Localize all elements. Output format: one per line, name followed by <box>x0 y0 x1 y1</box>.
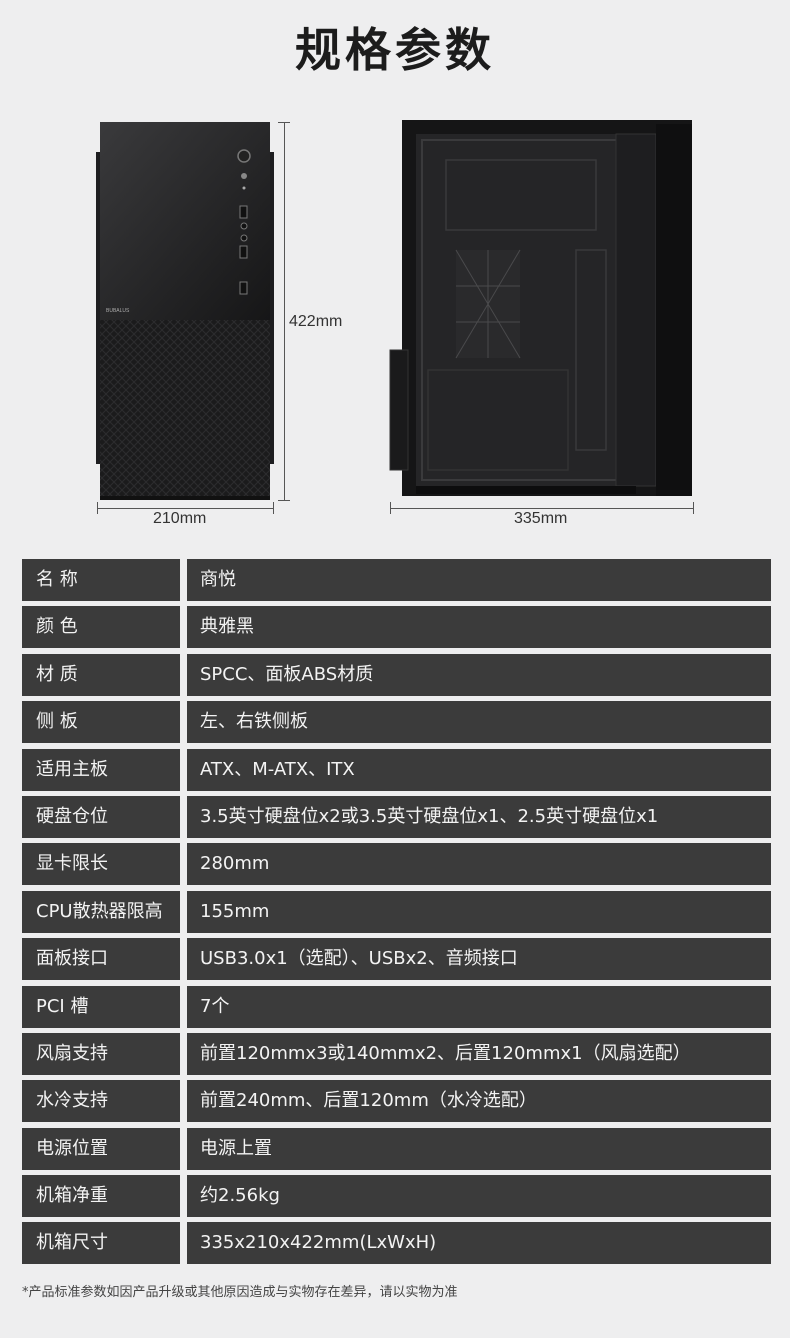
spec-key: 水冷支持 <box>22 1080 180 1123</box>
spec-value: 3.5英寸硬盘位x2或3.5英寸硬盘位x1、2.5英寸硬盘位x1 <box>187 795 771 838</box>
spec-row: 水冷支持前置240mm、后置120mm（水冷选配） <box>22 1080 771 1123</box>
spec-value: 7个 <box>187 985 771 1028</box>
spec-row: 电源位置电源上置 <box>22 1127 771 1170</box>
spec-key: 电源位置 <box>22 1127 180 1170</box>
width-dimension-label: 210mm <box>153 510 207 527</box>
spec-key: PCI 槽 <box>22 985 180 1028</box>
spec-key: 名 称 <box>22 559 180 601</box>
height-dimension-line <box>284 122 285 500</box>
case-front-image: BUBALUS <box>96 122 274 500</box>
front-brand-logo: BUBALUS <box>106 308 130 314</box>
spec-row: 颜 色典雅黑 <box>22 606 771 649</box>
spec-key: 风扇支持 <box>22 1032 180 1075</box>
spec-key: 机箱尺寸 <box>22 1222 180 1265</box>
spec-row: 风扇支持前置120mmx3或140mmx2、后置120mmx1（风扇选配） <box>22 1032 771 1075</box>
spec-row: 名 称商悦 <box>22 559 771 601</box>
spec-value: 左、右铁侧板 <box>187 701 771 744</box>
footnote: *产品标准参数如因产品升级或其他原因造成与实物存在差异，请以实物为准 <box>22 1285 458 1300</box>
spec-value: ATX、M-ATX、ITX <box>187 748 771 791</box>
product-images: BUBALUS 422mm 210mm 335mm <box>0 110 790 540</box>
spec-value: 约2.56kg <box>187 1175 771 1218</box>
spec-value: 335x210x422mm(LxWxH) <box>187 1222 771 1265</box>
spec-value: 典雅黑 <box>187 606 771 649</box>
spec-key: 显卡限长 <box>22 843 180 886</box>
spec-value: 155mm <box>187 890 771 933</box>
case-side-image <box>389 120 692 496</box>
height-dimension-label: 422mm <box>289 313 343 330</box>
spec-key: 机箱净重 <box>22 1175 180 1218</box>
spec-value: 280mm <box>187 843 771 886</box>
spec-key: 颜 色 <box>22 606 180 649</box>
depth-dimension-line <box>390 508 693 509</box>
spec-row: 机箱净重约2.56kg <box>22 1175 771 1218</box>
spec-value: 前置120mmx3或140mmx2、后置120mmx1（风扇选配） <box>187 1032 771 1075</box>
spec-key: 材 质 <box>22 653 180 696</box>
spec-value: 电源上置 <box>187 1127 771 1170</box>
spec-row: 侧 板左、右铁侧板 <box>22 701 771 744</box>
spec-key: 侧 板 <box>22 701 180 744</box>
depth-dimension-label: 335mm <box>514 510 568 527</box>
spec-value: USB3.0x1（选配）、USBx2、音频接口 <box>187 938 771 981</box>
spec-key: 面板接口 <box>22 938 180 981</box>
spec-value: SPCC、面板ABS材质 <box>187 653 771 696</box>
width-dimension-line <box>97 508 273 509</box>
spec-key: 适用主板 <box>22 748 180 791</box>
page-title: 规格参数 <box>295 23 495 77</box>
spec-key: 硬盘仓位 <box>22 795 180 838</box>
spec-key: CPU散热器限高 <box>22 890 180 933</box>
spec-value: 商悦 <box>187 559 771 601</box>
spec-value: 前置240mm、后置120mm（水冷选配） <box>187 1080 771 1123</box>
